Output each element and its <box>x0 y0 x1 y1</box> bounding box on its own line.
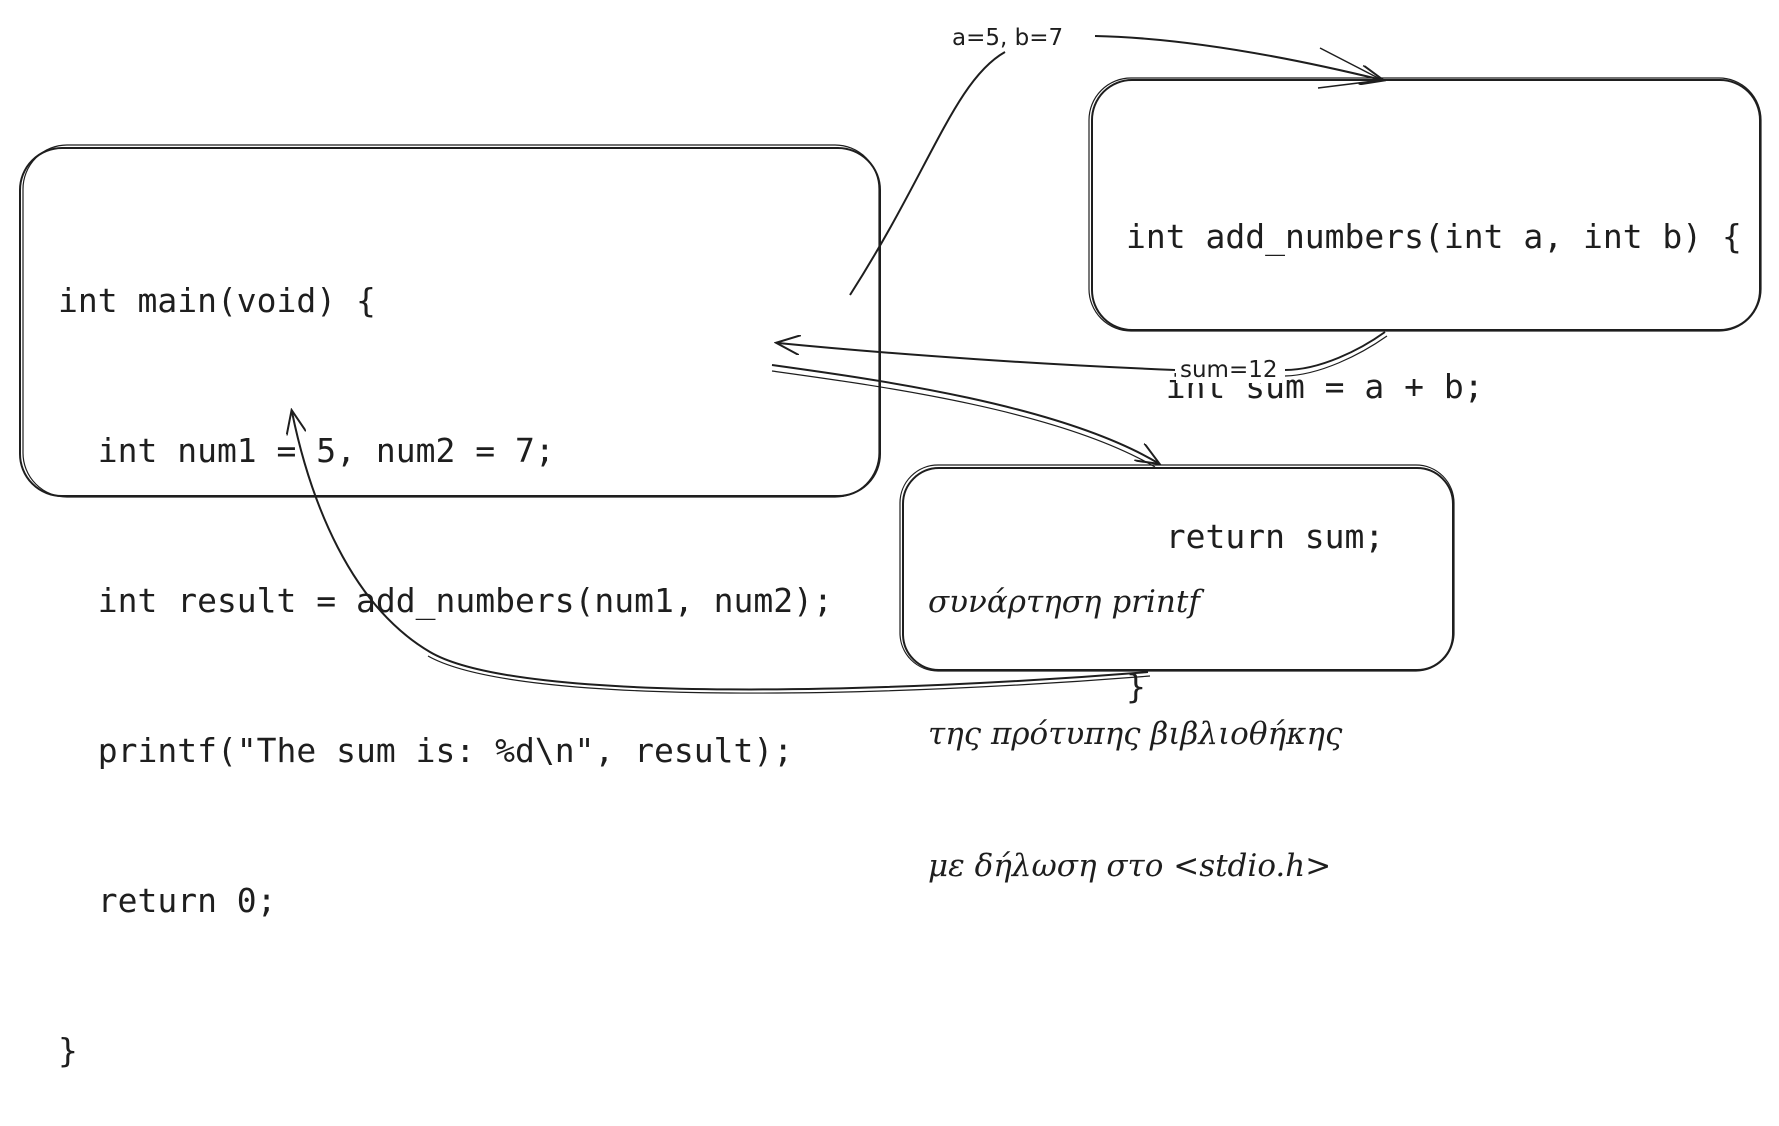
code-line: int num1 = 5, num2 = 7; <box>58 431 555 470</box>
printf-return-arrow <box>292 412 1149 691</box>
return-value-label: sum=12 <box>1176 357 1282 383</box>
add-numbers-function-box[interactable] <box>1088 77 1762 332</box>
printf-library-box[interactable] <box>899 464 1455 672</box>
code-line: return sum; <box>1126 517 1385 556</box>
printf-call-arrow <box>771 364 1158 463</box>
return-arrow <box>778 332 1386 371</box>
main-function-box[interactable] <box>19 144 881 498</box>
code-line: } <box>58 1031 78 1070</box>
note-line: της πρότυπης βιβλιοθήκης <box>928 716 1343 752</box>
code-line: return 0; <box>58 881 277 920</box>
printf-return-arrow-double <box>427 655 1151 694</box>
call-args-label: a=5, b=7 <box>948 25 1068 51</box>
call-arrow <box>849 35 1382 296</box>
note-line: με δήλωση στο <stdio.h> <box>928 848 1332 884</box>
printf-note-text: συνάρτηση printf της πρότυπης βιβλιοθήκη… <box>928 492 1342 932</box>
call-arrow-shadow <box>1317 47 1385 89</box>
main-code-block: int main(void) { int num1 = 5, num2 = 7;… <box>58 176 833 1126</box>
code-line: int result = add_numbers(num1, num2); <box>58 581 833 620</box>
return-arrow-double <box>1284 335 1388 377</box>
diagram-canvas <box>19 35 1762 694</box>
printf-call-arrow-double <box>771 370 1156 468</box>
code-line: int add_numbers(int a, int b) { <box>1126 217 1742 256</box>
code-line: int main(void) { <box>58 281 376 320</box>
code-line: printf("The sum is: %d\n", result); <box>58 731 794 770</box>
note-line: συνάρτηση printf <box>928 584 1200 620</box>
code-line: } <box>1126 667 1146 706</box>
